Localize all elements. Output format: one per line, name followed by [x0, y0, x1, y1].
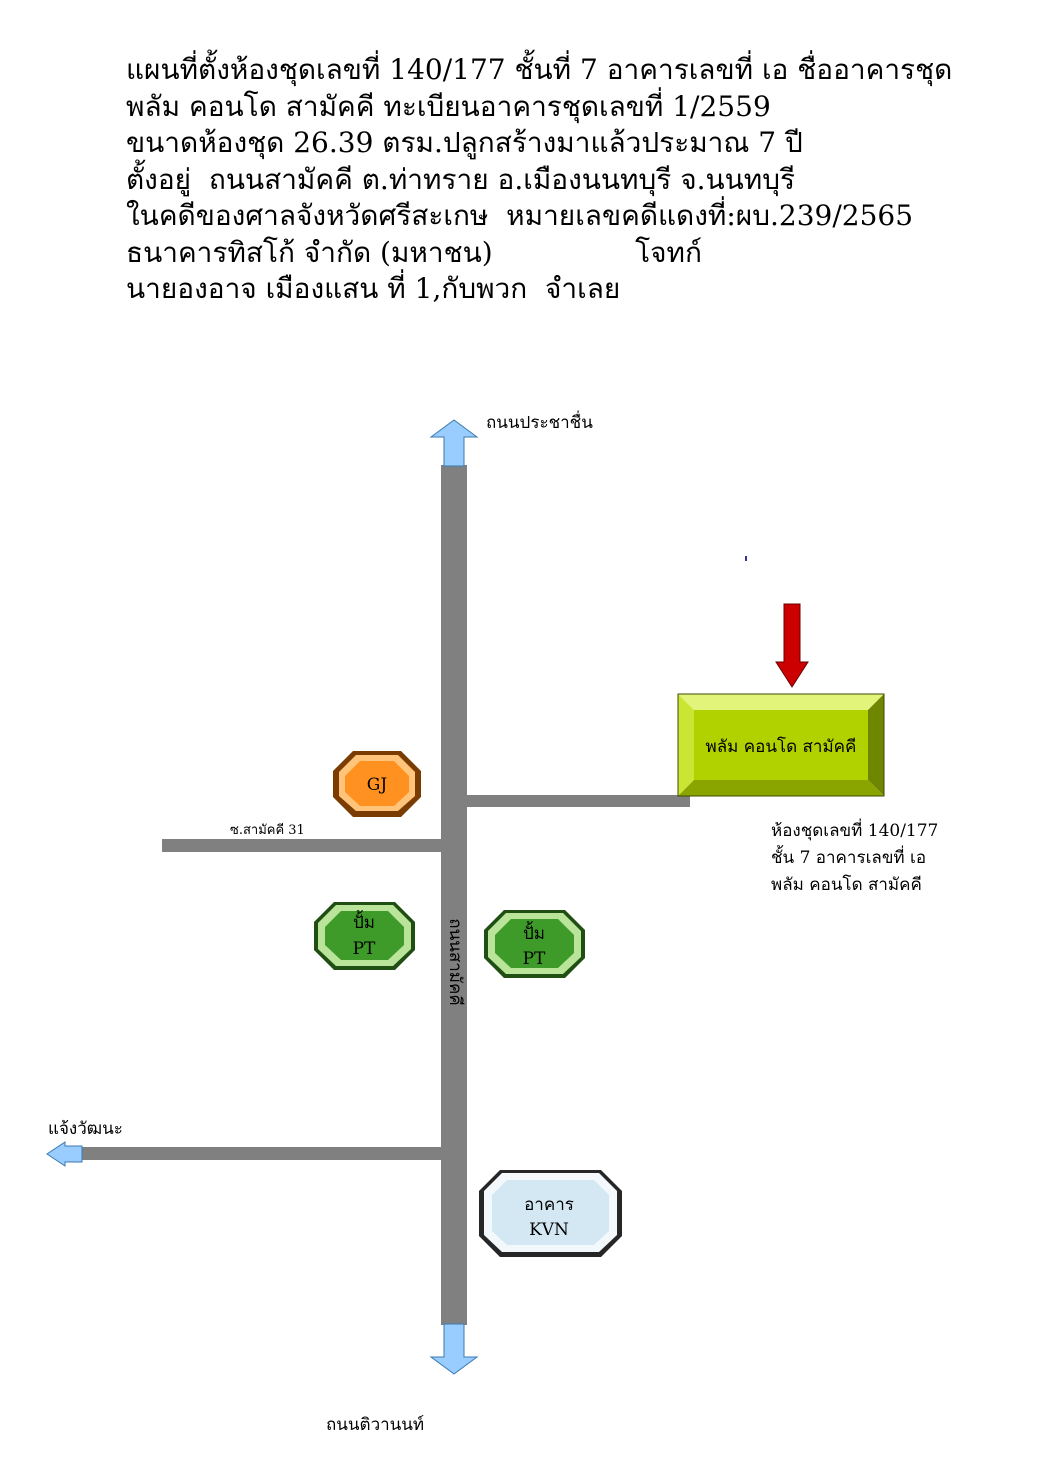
- pt-station-left: ปั้ม PT: [314, 902, 415, 970]
- pt-right-line-1: ปั้ม: [523, 921, 545, 944]
- gj-landmark: GJ: [333, 751, 421, 817]
- gj-label: GJ: [367, 775, 388, 795]
- header-line-1: แผนที่ตั้งห้องชุดเลขที่ 140/177 ชั้นที่ …: [126, 53, 953, 86]
- header-line-2: พลัม คอนโด สามัคคี ทะเบียนอาคารชุดเลขที่…: [126, 89, 771, 123]
- kvn-building: อาคาร KVN: [479, 1170, 622, 1257]
- header-line-7: นายองอาจ เมืองแสน ที่ 1,กับพวก จำเลย: [126, 272, 621, 305]
- south-arrow: [429, 1323, 479, 1375]
- dot-mark: [745, 556, 747, 561]
- west-road: [80, 1147, 441, 1160]
- kvn-line-1: อาคาร: [524, 1195, 574, 1215]
- soi-road: [162, 839, 441, 852]
- kvn-line-2: KVN: [529, 1220, 569, 1240]
- west-arrow: [46, 1141, 83, 1167]
- header-text-block: แผนที่ตั้งห้องชุดเลขที่ 140/177 ชั้นที่ …: [126, 52, 1026, 308]
- west-road-label: แจ้งวัฒนะ: [48, 1119, 123, 1139]
- condo-label: พลัม คอนโด สามัคคี: [706, 736, 857, 757]
- header-line-3: ขนาดห้องชุด 26.39 ตรม.ปลูกสร้างมาแล้วประ…: [126, 126, 803, 159]
- caption-line-3: พลัม คอนโด สามัคคี: [771, 874, 922, 895]
- caption-line-1: ห้องชุดเลขที่ 140/177: [771, 818, 938, 841]
- target-marker-arrow: [775, 603, 809, 688]
- pt-right-line-2: PT: [523, 949, 546, 969]
- header-line-5: ในคดีของศาลจังหวัดศรีสะเกษ หมายเลขคดีแดง…: [126, 199, 914, 232]
- caption-line-2: ชั้น 7 อาคารเลขที่ เอ: [771, 845, 926, 868]
- header-line-4: ตั้งอยู่ ถนนสามัคคี ต.ท่าทราย อ.เมืองนนท…: [126, 162, 796, 196]
- north-arrow: [429, 419, 479, 467]
- south-road-label: ถนนติวานนท์: [326, 1415, 424, 1435]
- main-road-label: ถนนสามัคคี: [445, 918, 465, 1005]
- pt-left-line-1: ปั้ม: [353, 910, 375, 933]
- condo-access-road: [467, 795, 690, 807]
- pt-station-right: ปั้ม PT: [484, 910, 585, 978]
- pt-left-line-2: PT: [353, 939, 376, 959]
- header-line-6: ธนาคารทิสโก้ จำกัด (มหาชน) โจทก์: [126, 235, 702, 269]
- soi-label: ซ.สามัคคี 31: [230, 822, 305, 838]
- condo-building: พลัม คอนโด สามัคคี: [677, 693, 885, 797]
- main-road: [441, 465, 467, 1325]
- north-road-label: ถนนประชาชื่น: [486, 410, 593, 433]
